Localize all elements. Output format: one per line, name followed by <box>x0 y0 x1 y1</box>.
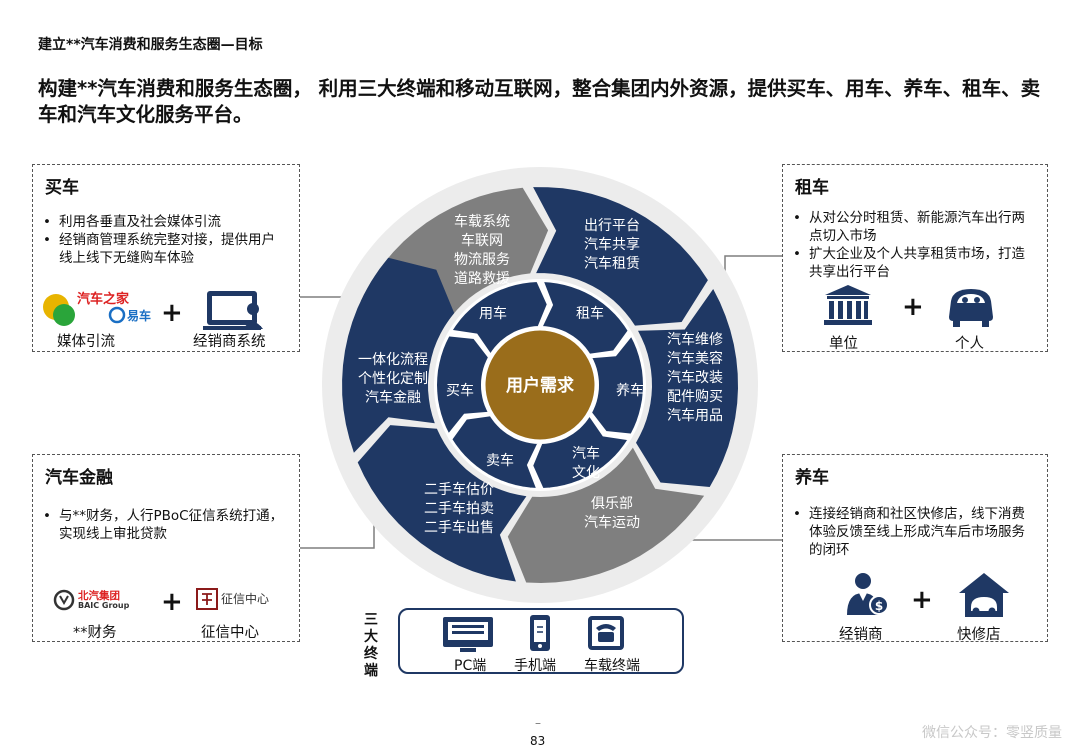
outer-segment-bottom-right <box>507 447 705 583</box>
outer-label-top-left-2: 车联网 <box>461 232 503 249</box>
finance-title: 汽车金融 <box>45 468 113 488</box>
rent-title: 租车 <box>795 178 829 198</box>
outer-label-right-1: 汽车维修 <box>667 331 723 348</box>
rent-right-caption: 个人 <box>955 336 984 352</box>
outer-label-left-2: 个性化定制 <box>358 371 428 387</box>
buy-box: 买车 利用各垂直及社会媒体引流 经销商管理系统完整对接，提供用户线上线下无缝购车… <box>32 164 300 352</box>
finance-bullets: 与**财务，人行PBoC征信系统打通，实现线上审批贷款 <box>43 507 288 543</box>
terminal-mobile-label: 手机端 <box>514 658 556 674</box>
credit-center-logo: 征信中心 <box>196 587 276 613</box>
center-circle <box>482 327 598 443</box>
outer-label-top-left-1: 车载系统 <box>454 213 510 230</box>
maintain-plus: + <box>911 585 933 615</box>
baic-logo: 北汽集团 BAIC Group <box>53 589 163 613</box>
inner-label-6: 买车 <box>446 382 474 399</box>
inner-label-4-2: 文化 <box>572 465 600 481</box>
outer-label-top-left-3: 物流服务 <box>454 252 510 268</box>
outer-label-bottom-left-2: 二手车拍卖 <box>424 500 494 517</box>
buy-title: 买车 <box>45 178 79 198</box>
outer-label-bottom-right-1: 俱乐部 <box>591 496 633 512</box>
mobile-icon <box>528 614 554 658</box>
rent-box: 租车 从对公分时租赁、新能源汽车出行两点切入市场 扩大企业及个人共享租赁市场，打… <box>782 164 1048 352</box>
outer-label-left-3: 汽车金融 <box>365 389 421 406</box>
rent-plus: + <box>902 292 924 322</box>
maintain-box: 养车 连接经销商和社区快修店，线下消费体验反馈至线上形成汽车后市场服务的闭环 $… <box>782 454 1048 643</box>
inner-label-1: 用车 <box>479 305 507 322</box>
outer-label-top-right-1: 出行平台 <box>584 218 640 234</box>
person-car-icon <box>945 283 997 333</box>
watermark: 微信公众号：零竖质量 <box>922 725 1062 741</box>
buy-bullets: 利用各垂直及社会媒体引流 经销商管理系统完整对接，提供用户线上线下无缝购车体验 <box>43 213 288 267</box>
buy-plus: + <box>161 298 183 328</box>
building-icon <box>821 283 875 331</box>
outer-segment-top-right <box>533 187 708 326</box>
inner-segment-5 <box>450 414 541 491</box>
terminals-box: PC端 手机端 车载终端 <box>398 608 684 674</box>
outer-label-top-right-2: 汽车共享 <box>584 236 640 253</box>
outer-label-top-left-4: 道路救援 <box>454 271 510 287</box>
page-dash: – <box>535 716 541 730</box>
outer-segment-right <box>636 289 738 487</box>
outer-label-right-3: 汽车改装 <box>667 369 723 386</box>
finance-box: 汽车金融 与**财务，人行PBoC征信系统打通，实现线上审批贷款 北汽集团 BA… <box>32 454 300 642</box>
svg-text:$: $ <box>875 599 883 613</box>
repair-shop-icon <box>957 571 1011 623</box>
outer-segment-left <box>342 257 455 453</box>
outer-label-right-5: 汽车用品 <box>667 407 723 424</box>
outer-label-bottom-right-2: 汽车运动 <box>584 514 640 531</box>
autohome-logo: 汽车之家 易车 <box>41 287 153 327</box>
maintain-left-caption: 经销商 <box>839 627 883 643</box>
rent-left-caption: 单位 <box>829 336 858 352</box>
inner-label-4-1: 汽车 <box>572 445 600 462</box>
baic-logo-en: BAIC Group <box>78 601 130 610</box>
dealer-system-icon <box>203 289 267 337</box>
yiche-logo-text: 易车 <box>127 309 152 323</box>
outer-label-right-2: 汽车美容 <box>667 350 723 367</box>
outer-label-bottom-left-1: 二手车估价 <box>424 481 494 498</box>
page-number: 83 <box>530 734 546 748</box>
terminals-title: 三大终端 <box>364 612 378 679</box>
baic-logo-cn: 北汽集团 <box>78 590 120 602</box>
inner-label-2: 租车 <box>576 305 604 322</box>
outer-label-left-1: 一体化流程 <box>358 352 428 368</box>
terminal-car-label: 车载终端 <box>584 658 640 674</box>
pc-icon <box>442 616 494 658</box>
kicker-title: 建立**汽车消费和服务生态圈—目标 <box>38 37 263 53</box>
maintain-title: 养车 <box>795 468 829 488</box>
headline: 构建**汽车消费和服务生态圈， 利用三大终端和移动互联网，整合集团内外资源，提供… <box>38 77 1041 126</box>
outer-label-right-4: 配件购买 <box>667 389 723 405</box>
maintain-bullet-1: 连接经销商和社区快修店，线下消费体验反馈至线上形成汽车后市场服务的闭环 <box>793 505 1038 559</box>
inner-segment-6 <box>434 334 491 437</box>
center-label: 用户需求 <box>506 375 574 396</box>
car-terminal-icon <box>586 614 626 658</box>
inner-segment-3 <box>589 333 646 436</box>
inner-label-3: 养车 <box>616 382 644 399</box>
rent-bullet-1: 从对公分时租赁、新能源汽车出行两点切入市场 <box>793 209 1038 245</box>
buy-right-caption: 经销商系统 <box>193 334 266 350</box>
dealer-icon: $ <box>845 571 891 623</box>
outer-segment-bottom-left <box>357 425 527 582</box>
inner-segment-2 <box>539 279 630 356</box>
rent-bullet-2: 扩大企业及个人共享租赁市场，打造共享出行平台 <box>793 245 1038 281</box>
buy-bullet-1: 利用各垂直及社会媒体引流 <box>43 213 288 231</box>
autohome-logo-text: 汽车之家 <box>77 292 130 307</box>
inner-segment-4 <box>531 413 631 491</box>
outer-label-top-right-3: 汽车租赁 <box>584 255 640 272</box>
finance-bullet-1: 与**财务，人行PBoC征信系统打通，实现线上审批贷款 <box>43 507 288 543</box>
rent-bullets: 从对公分时租赁、新能源汽车出行两点切入市场 扩大企业及个人共享租赁市场，打造共享… <box>793 209 1038 281</box>
buy-bullet-2: 经销商管理系统完整对接，提供用户线上线下无缝购车体验 <box>43 231 288 267</box>
terminal-pc-label: PC端 <box>454 658 487 674</box>
finance-left-caption: **财务 <box>73 625 117 641</box>
maintain-bullets: 连接经销商和社区快修店，线下消费体验反馈至线上形成汽车后市场服务的闭环 <box>793 505 1038 559</box>
inner-label-5: 卖车 <box>486 452 514 469</box>
buy-left-caption: 媒体引流 <box>57 334 115 350</box>
maintain-right-caption: 快修店 <box>957 627 1001 643</box>
credit-center-logo-text: 征信中心 <box>221 592 270 606</box>
finance-plus: + <box>161 587 183 617</box>
inner-segment-1 <box>449 279 549 357</box>
finance-right-caption: 征信中心 <box>201 625 259 641</box>
outer-label-bottom-left-3: 二手车出售 <box>424 519 494 536</box>
